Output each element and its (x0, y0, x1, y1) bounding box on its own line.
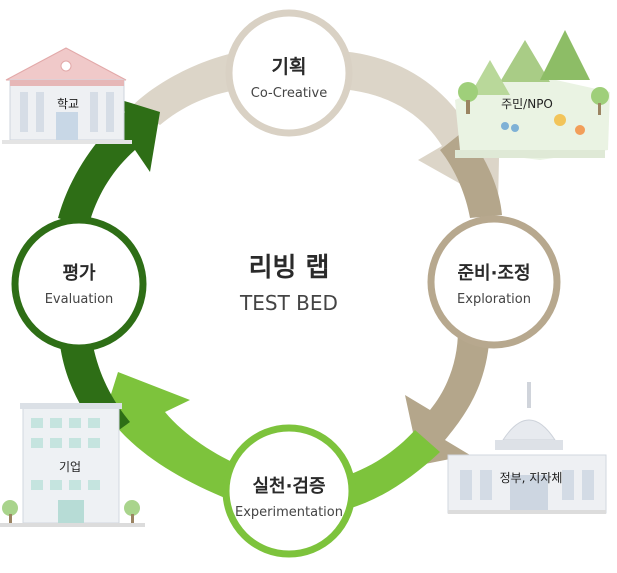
stage-exploration-ko: 준비·조정 (457, 263, 530, 284)
arrow-exploration-to-experimentation (405, 330, 490, 465)
center-title: 리빙 랩 (249, 253, 330, 283)
stage-evaluation-ko: 평가 (62, 263, 96, 284)
arrow-experimentation-to-evaluation (95, 372, 245, 500)
school-building-icon (2, 47, 132, 144)
community-park-icon (455, 30, 610, 160)
arrow-evaluation-to-planning (58, 95, 160, 228)
arrow-government-to-experimentation (338, 430, 440, 510)
stage-experimentation-ko: 실천·검증 (252, 476, 325, 497)
arrow-school-to-planning (130, 50, 250, 125)
stage-exploration-en: Exploration (457, 292, 531, 307)
stage-experimentation: 실천·검증 Experimentation (222, 424, 356, 558)
center-subtitle: TEST BED (239, 291, 338, 315)
stage-evaluation: 평가 Evaluation (11, 216, 147, 352)
stakeholder-school-label: 학교 (57, 97, 79, 111)
stage-planning-en: Co-Creative (251, 86, 327, 101)
stakeholder-residents-label: 주민/NPO (501, 97, 553, 111)
stage-planning-ko: 기획 (272, 56, 307, 78)
stakeholder-government-label: 정부, 지자체 (500, 471, 563, 485)
government-capitol-icon (447, 382, 607, 514)
stage-exploration: 준비·조정 Exploration (427, 215, 561, 349)
stage-evaluation-en: Evaluation (45, 292, 114, 307)
office-building-icon (0, 403, 145, 527)
stakeholder-company-label: 기업 (59, 460, 81, 474)
stage-planning: 기획 Co-Creative (225, 9, 353, 137)
stage-experimentation-en: Experimentation (235, 505, 343, 520)
